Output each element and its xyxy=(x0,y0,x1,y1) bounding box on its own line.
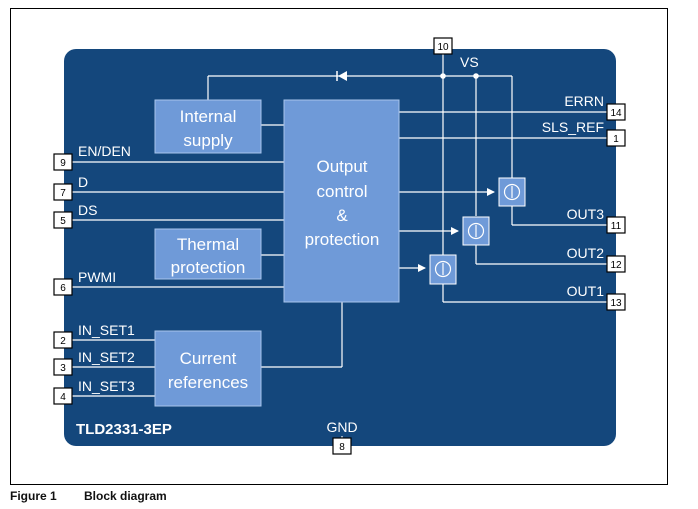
output-control-line3: & xyxy=(336,206,348,225)
pin-number-2: 2 xyxy=(60,336,66,347)
current-references-line2: references xyxy=(168,373,248,392)
internal-supply-label-line2: supply xyxy=(183,131,233,150)
pin-label-out2: OUT2 xyxy=(567,245,605,261)
pin-number-3: 3 xyxy=(60,363,66,374)
figure-number: Figure 1 xyxy=(10,489,57,503)
pin-label-ds: DS xyxy=(78,202,97,218)
pin-label-errn: ERRN xyxy=(564,93,604,109)
pin-number-12: 12 xyxy=(610,260,622,271)
pin-number-4: 4 xyxy=(60,392,66,403)
pin-box-14: 14 xyxy=(606,103,626,121)
junction-dot xyxy=(440,73,446,79)
pin-label-in-set2: IN_SET2 xyxy=(78,349,135,365)
output-control-line2: control xyxy=(316,182,367,201)
current-references-block: Current references xyxy=(154,330,262,407)
pin-box-11: 11 xyxy=(606,216,626,234)
junction-dot xyxy=(473,73,479,79)
output-control-block: Output control & protection xyxy=(283,99,400,303)
pin-number-8: 8 xyxy=(339,442,345,453)
pin-label-en-den: EN/DEN xyxy=(78,143,131,159)
current-source-icon xyxy=(429,254,457,285)
thermal-protection-line1: Thermal xyxy=(177,235,239,254)
pin-box-9: 9 xyxy=(53,153,73,171)
thermal-protection-line2: protection xyxy=(171,258,246,277)
pin-label-in-set3: IN_SET3 xyxy=(78,378,135,394)
wires xyxy=(72,52,607,446)
pin-number-10: 10 xyxy=(437,42,449,53)
pin-label-out3: OUT3 xyxy=(567,206,605,222)
figure-title: Block diagram xyxy=(84,489,167,503)
output-control-line1: Output xyxy=(316,157,367,176)
thermal-protection-block: Thermal protection xyxy=(154,228,262,280)
pin-box-5: 5 xyxy=(53,211,73,229)
output-control-line4: protection xyxy=(305,230,380,249)
pin-number-9: 9 xyxy=(60,158,66,169)
pin-number-13: 13 xyxy=(610,298,622,309)
pin-box-7: 7 xyxy=(53,183,73,201)
current-references-line1: Current xyxy=(180,349,237,368)
pin-label-in-set1: IN_SET1 xyxy=(78,322,135,338)
pin-label-pwmi: PWMI xyxy=(78,269,116,285)
pin-label-gnd: GND xyxy=(326,419,357,435)
chip-name: TLD2331-3EP xyxy=(76,421,172,438)
pin-label-sls-ref: SLS_REF xyxy=(542,119,604,135)
diode-icon xyxy=(336,71,347,81)
pin-box-10: 10 xyxy=(433,37,453,55)
pin-label-out1: OUT1 xyxy=(567,283,605,299)
pin-number-11: 11 xyxy=(611,221,622,232)
pin-box-2: 2 xyxy=(53,331,73,349)
pin-box-8: 8 xyxy=(332,437,352,455)
current-source-icon xyxy=(462,216,490,246)
pin-box-4: 4 xyxy=(53,387,73,405)
pin-box-3: 3 xyxy=(53,358,73,376)
pin-number-5: 5 xyxy=(60,216,66,227)
pin-box-1: 1 xyxy=(606,129,626,147)
pin-number-7: 7 xyxy=(60,188,66,199)
internal-supply-block: Internal supply xyxy=(154,99,262,154)
current-source-icon xyxy=(498,177,526,207)
pin-label-d: D xyxy=(78,174,88,190)
pin-number-1: 1 xyxy=(613,134,619,145)
pin-box-6: 6 xyxy=(53,278,73,296)
pin-label-vs: VS xyxy=(460,54,479,70)
pin-number-6: 6 xyxy=(60,283,66,294)
internal-supply-label-line1: Internal xyxy=(180,107,237,126)
pin-box-13: 13 xyxy=(606,293,626,311)
pin-box-12: 12 xyxy=(606,255,626,273)
pin-number-14: 14 xyxy=(610,108,622,119)
